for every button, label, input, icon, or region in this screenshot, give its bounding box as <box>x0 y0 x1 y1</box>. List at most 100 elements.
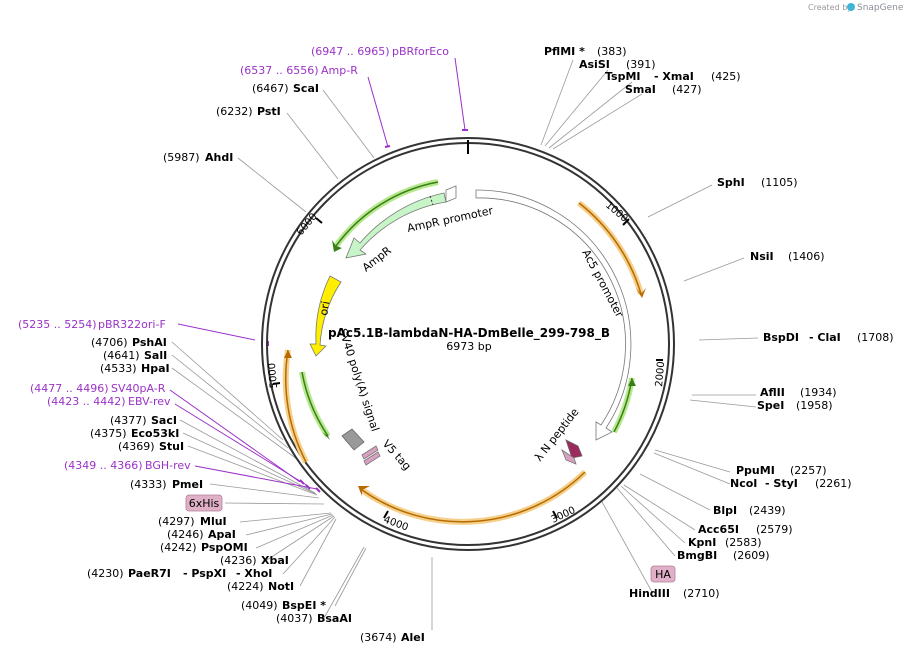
site-sali-name[interactable]: SalI <box>144 349 167 362</box>
cds-orange-2-line <box>361 471 586 523</box>
site-sphi-name[interactable]: SphI <box>717 176 745 189</box>
ac5-promoter-arrow[interactable] <box>475 189 632 441</box>
site-hindiii-name[interactable]: HindIII <box>629 587 670 600</box>
primer-bgh-range[interactable]: (4349 .. 4366) <box>64 459 143 472</box>
site-saci-pos: (4377) <box>110 414 147 427</box>
site-apai-name[interactable]: ApaI <box>208 528 236 541</box>
site-pmei-name[interactable]: PmeI <box>172 478 203 491</box>
cds-orange-2-arrowhead <box>358 486 370 496</box>
site-asisi-pos: (391) <box>626 58 656 71</box>
site-aflii-name[interactable]: AflII <box>760 386 785 399</box>
ori-arrow[interactable] <box>309 275 342 357</box>
primer-pbrforeco-range[interactable]: (6947 .. 6965) <box>311 45 390 58</box>
v5-tag-label: V5 tag <box>380 437 414 472</box>
primer-ebv-name[interactable]: EBV-rev <box>128 395 171 408</box>
site-spei-pos: (1958) <box>796 399 833 412</box>
site-noti-name[interactable]: NotI <box>268 580 294 593</box>
site-pshai-name[interactable]: PshAI <box>132 336 167 349</box>
cds-green-left-line <box>301 371 329 437</box>
site-xbai-pos: (4236) <box>220 554 257 567</box>
lambda-n-peptide-arrow[interactable] <box>565 439 583 459</box>
site-saci-name[interactable]: SacI <box>151 414 177 427</box>
site-pspomi-name[interactable]: PspOMI <box>201 541 248 554</box>
coordinate-ticks <box>272 217 663 519</box>
site-acc65i-name[interactable]: Acc65I <box>698 523 739 536</box>
primer-ampr-range[interactable]: (6537 .. 6556) <box>240 64 319 77</box>
site-blpi-pos: (2439) <box>749 504 786 517</box>
tick-2000: 2000 <box>654 361 667 387</box>
site-mlui-pos: (4297) <box>158 515 195 528</box>
site-scai-name[interactable]: ScaI <box>293 82 319 95</box>
site-spei-name[interactable]: SpeI <box>757 399 784 412</box>
ampr-promoter-arrow[interactable] <box>445 185 457 203</box>
site-blpi-name[interactable]: BlpI <box>713 504 737 517</box>
site-tspmi-name[interactable]: TspMI <box>605 70 641 83</box>
tick-5000: 5000 <box>267 362 280 388</box>
site-kpni-name[interactable]: KpnI <box>688 536 716 549</box>
ha-tag-small-arrow[interactable] <box>561 448 577 465</box>
cds-orange-3-line <box>285 349 307 463</box>
primer-ebv-range[interactable]: (4423 .. 4442) <box>47 395 126 408</box>
v5-tag-arrow-2[interactable] <box>363 451 381 466</box>
site-nsii-name[interactable]: NsiI <box>750 250 774 263</box>
site-paer7i-sep1[interactable]: - PspXI <box>183 567 226 580</box>
ampr-cds-line <box>335 181 439 247</box>
primer-ampr-name[interactable]: Amp-R <box>321 64 358 77</box>
site-ahdi-name[interactable]: AhdI <box>205 151 233 164</box>
site-ncoi-pos: (2261) <box>815 477 852 490</box>
site-asisi-name[interactable]: AsiSI <box>579 58 610 71</box>
site-ppumi-name[interactable]: PpuMI <box>736 464 775 477</box>
site-paer7i-sep2[interactable]: - XhoI <box>236 567 272 580</box>
site-smai-name[interactable]: SmaI <box>625 83 656 96</box>
site-ahdi-pos: (5987) <box>163 151 200 164</box>
ampr-dashed-marker <box>429 195 434 206</box>
site-hpai-pos: (4533) <box>100 362 137 375</box>
ampr-arrow[interactable] <box>345 192 447 259</box>
ori-label: ori <box>317 300 332 316</box>
site-bsaai-name[interactable]: BsaAI <box>317 612 352 625</box>
ha-tag-box[interactable] <box>650 565 676 583</box>
sv40-polya-box[interactable] <box>341 428 365 451</box>
site-acc65i-pos: (2579) <box>756 523 793 536</box>
site-bmgbi-name[interactable]: BmgBI <box>677 549 717 562</box>
site-apai-pos: (4246) <box>167 528 204 541</box>
primer-sv40pa-range[interactable]: (4477 .. 4496) <box>30 382 109 395</box>
site-bspdi-name[interactable]: BspDI <box>763 331 799 344</box>
site-xbai-name[interactable]: XbaI <box>261 554 289 567</box>
site-tspmi-sep[interactable]: - XmaI <box>654 70 694 83</box>
site-alei-name[interactable]: AleI <box>401 631 425 644</box>
snapgene-brand-text: SnapGene <box>857 3 904 13</box>
primer-sv40pa-name[interactable]: SV40pA-R <box>111 382 166 395</box>
site-mlui-name[interactable]: MluI <box>200 515 227 528</box>
site-eco53ki-name[interactable]: Eco53kI <box>131 427 179 440</box>
primer-pbr322ori-range[interactable]: (5235 .. 5254) <box>18 318 97 331</box>
sv40-polya-label: SV40 poly(A) signal <box>336 327 382 433</box>
site-bspdi-sep[interactable]: - ClaI <box>809 331 841 344</box>
site-psti-name[interactable]: PstI <box>257 105 281 118</box>
snapgene-logo-icon <box>847 3 855 11</box>
site-noti-pos: (4224) <box>227 580 264 593</box>
site-bspei-name[interactable]: BspEI * <box>282 599 326 612</box>
v5-tag-arrow[interactable] <box>361 445 379 460</box>
site-ppumi-pos: (2257) <box>790 464 827 477</box>
ampr-cds-arrowhead <box>332 240 342 252</box>
site-bspdi-pos: (1708) <box>857 331 894 344</box>
primer-pbr322ori-name[interactable]: pBR322ori-F <box>98 318 166 331</box>
cds-green-left-highlight <box>299 371 331 438</box>
site-paer7i-name[interactable]: PaeR7I <box>128 567 171 580</box>
primer-pbrforeco-name[interactable]: pBRforEco <box>392 45 449 58</box>
site-stui-name[interactable]: StuI <box>159 440 184 453</box>
site-stui-pos: (4369) <box>118 440 155 453</box>
tick-3000: 3000 <box>550 505 578 526</box>
primer-bgh-name[interactable]: BGH-rev <box>145 459 191 472</box>
site-pspomi-pos: (4242) <box>160 541 197 554</box>
site-ncoi-sep[interactable]: - StyI <box>765 477 798 490</box>
site-bspei-pos: (4049) <box>241 599 278 612</box>
site-ncoi-name[interactable]: NcoI <box>730 477 757 490</box>
site-hpai-name[interactable]: HpaI <box>141 362 170 375</box>
site-pflmi-name[interactable]: PflMI * <box>544 45 585 58</box>
site-paer7i-pos: (4230) <box>87 567 124 580</box>
six-his-tag-box[interactable] <box>185 494 223 512</box>
site-hindiii-pos: (2710) <box>683 587 720 600</box>
